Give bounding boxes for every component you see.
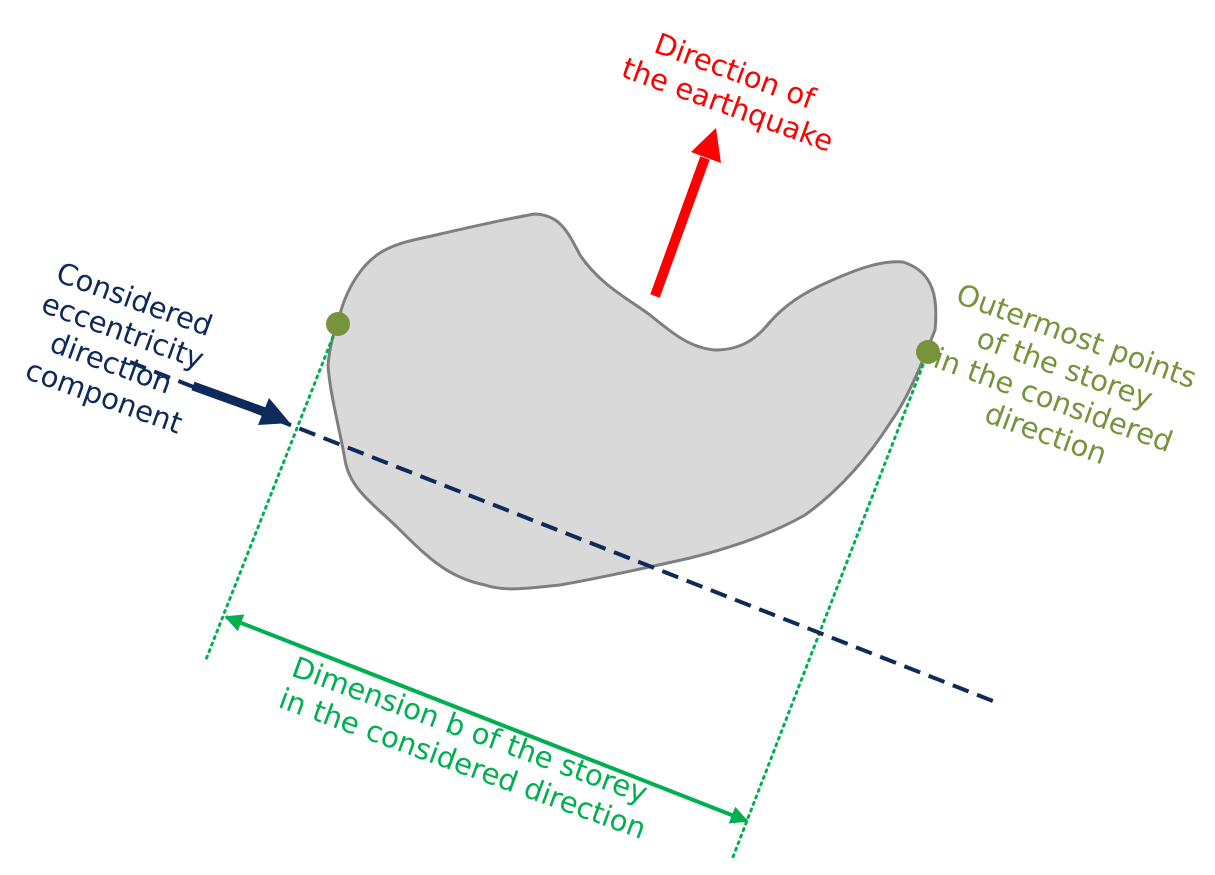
eccentricity-arrowhead	[258, 398, 290, 425]
earthquake-arrow-shaft	[650, 156, 710, 298]
dimension-b-arrow	[224, 614, 749, 824]
earthquake-arrowhead	[691, 128, 721, 163]
dimension-label: Dimension b of the storey in the conside…	[275, 649, 663, 846]
earthquake-label: Direction of the earthquake	[617, 19, 849, 159]
outermost-points-label: Outermost points of the storey in the co…	[917, 277, 1210, 494]
eccentricity-label: Considered eccentricity direction compon…	[14, 254, 229, 443]
projection-line-right	[731, 350, 930, 859]
projection-line-left	[203, 322, 340, 664]
outermost-point-left	[326, 312, 350, 336]
eccentricity-arrow-shaft	[191, 381, 267, 417]
storey-plan-shape	[326, 212, 938, 591]
outermost-point-right	[916, 340, 940, 364]
